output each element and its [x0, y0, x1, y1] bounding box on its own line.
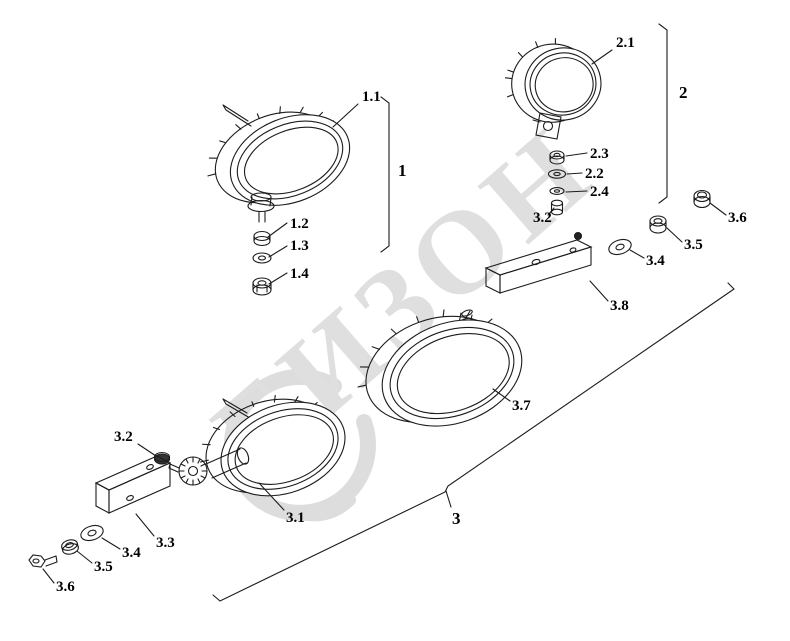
part-3-4-washer-bottom — [80, 524, 104, 542]
leader-3-7 — [492, 388, 511, 402]
leader-1-4 — [268, 272, 288, 285]
part-3-1-knurled-disc — [178, 456, 208, 486]
leader-2-3 — [565, 152, 588, 157]
lamp-1-mount-boss — [247, 192, 275, 223]
callout-part-1-4: 1.4 — [290, 266, 309, 282]
group-3-bracket — [212, 282, 735, 602]
callout-part-3-3: 3.3 — [156, 535, 175, 551]
callout-part-3-7: 3.7 — [512, 398, 531, 414]
callout-group-1: 1 — [398, 161, 407, 180]
lamp-3-7-drawing — [357, 309, 523, 427]
part-3-1-swivel-cylinder — [205, 447, 250, 479]
callout-part-3-6-bottom: 3.6 — [56, 579, 75, 595]
leader-2-4 — [565, 190, 588, 193]
part-1-4-nut — [252, 277, 272, 296]
callout-part-1-2: 1.2 — [290, 216, 309, 232]
part-1-2-nut — [253, 230, 271, 247]
lamp-1-rod — [222, 104, 252, 127]
callout-group-2: 2 — [679, 83, 688, 102]
part-3-8-bracket — [484, 231, 593, 294]
callout-group-3: 3 — [452, 509, 461, 528]
leader-1-2 — [267, 222, 288, 238]
callout-part-2-2: 2.2 — [585, 166, 604, 182]
lamp-3-7-ribs — [357, 309, 493, 388]
leader-1-1 — [332, 103, 359, 128]
leader-3-6-bottom — [42, 568, 55, 584]
lamp-3-7-assembly — [357, 309, 523, 427]
leader-3-4-right — [629, 249, 645, 259]
callout-part-3-4-right: 3.4 — [646, 253, 665, 269]
lamp-2-1-drawing — [504, 38, 602, 123]
group-3-right-fasteners — [484, 189, 727, 302]
callout-part-2-3: 2.3 — [590, 146, 609, 162]
lamp-assembly-2 — [504, 23, 668, 216]
part-3-5-nut-right — [649, 215, 667, 234]
leader-3-8 — [589, 280, 609, 302]
part-1-3-washer — [252, 252, 272, 264]
leader-3-2-top — [547, 207, 555, 216]
callout-part-2-4: 2.4 — [590, 184, 609, 200]
callout-part-3-1: 3.1 — [286, 510, 305, 526]
lamp-assembly-1 — [207, 96, 390, 296]
callout-part-2-1: 2.1 — [616, 35, 635, 51]
lamp-2-mount-foot — [532, 112, 562, 140]
lamp-3-1-assembly — [28, 394, 346, 584]
callout-part-3-4-bottom: 3.4 — [122, 545, 141, 561]
leader-3-2-bottom — [137, 443, 157, 457]
part-3-6-bolt-bottom — [28, 554, 58, 568]
callout-part-3-8: 3.8 — [610, 298, 629, 314]
part-3-4-washer-right — [608, 238, 632, 256]
group-1-bracket — [380, 96, 390, 253]
callout-part-3-2-bottom: 3.2 — [114, 429, 133, 445]
callout-part-3-5-bottom: 3.5 — [94, 559, 113, 575]
lamp-2-ribs — [504, 38, 557, 98]
part-2-3-nut — [549, 150, 565, 165]
lamp-1-1-drawing — [207, 106, 351, 206]
leader-3-6-right — [709, 202, 727, 216]
leader-3-5-right — [666, 227, 683, 243]
part-2-4-washer — [549, 187, 565, 195]
callout-part-3-2-top: 3.2 — [533, 210, 552, 226]
leader-3-1 — [258, 482, 285, 511]
group-2-bracket — [658, 23, 668, 204]
leader-1-3 — [268, 245, 288, 258]
callout-part-3-6-right: 3.6 — [728, 210, 747, 226]
callout-part-1-1: 1.1 — [362, 89, 381, 105]
leader-3-3 — [135, 513, 155, 537]
leader-2-2 — [566, 172, 583, 175]
part-3-8-stud — [573, 231, 583, 241]
leader-3-5-bottom — [76, 550, 93, 564]
leader-3-4-bottom — [101, 537, 121, 550]
callout-part-3-5-right: 3.5 — [684, 237, 703, 253]
part-3-6-capnut-right — [693, 189, 711, 209]
part-3-3-bracket — [94, 455, 172, 514]
part-2-2-washer — [547, 169, 567, 179]
part-3-5-nut-bottom — [61, 539, 79, 555]
callout-part-1-3: 1.3 — [290, 238, 309, 254]
watermark-logo-tail-icon — [294, 494, 356, 522]
lamp-3-1-drawing — [199, 394, 346, 497]
leader-2-1 — [591, 49, 613, 65]
